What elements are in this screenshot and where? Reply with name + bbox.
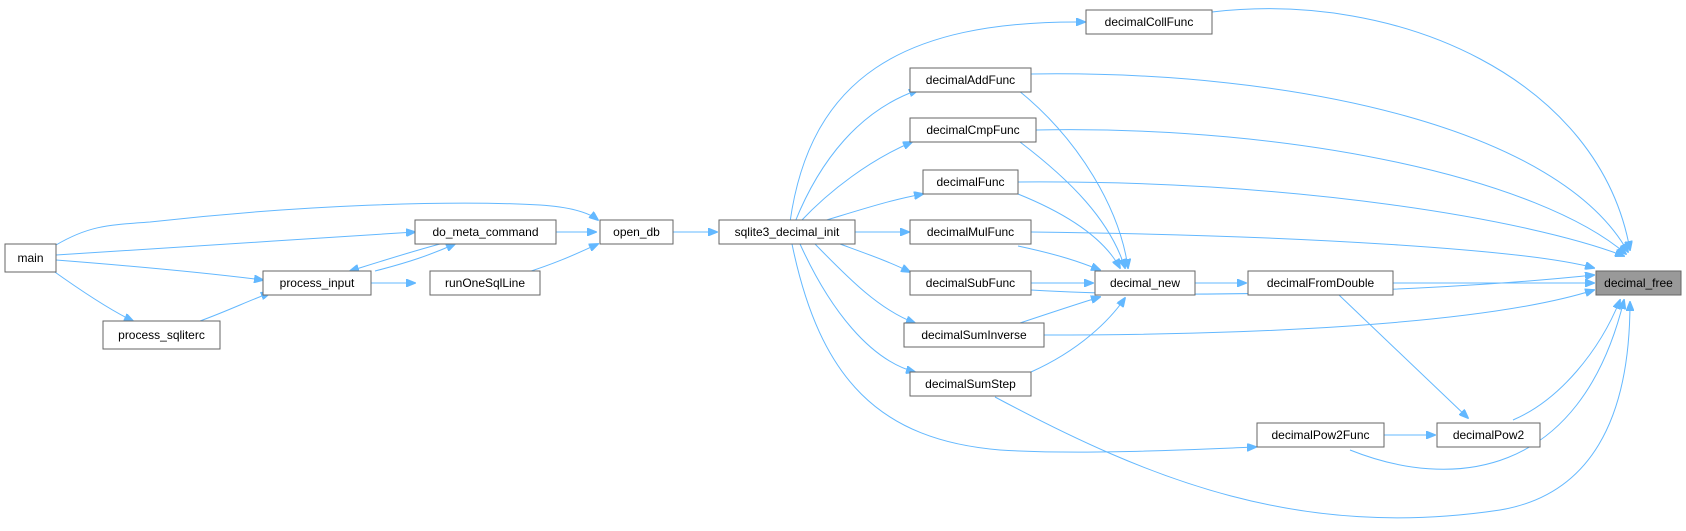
node-open_db[interactable]: open_db <box>599 219 674 245</box>
node-decimalFromDouble[interactable]: decimalFromDouble <box>1247 270 1394 296</box>
node-box-decimalCmpFunc[interactable] <box>909 117 1037 143</box>
edge-decimalCollFunc-to-decimal_free <box>1211 8 1630 250</box>
node-box-decimalSumInverse[interactable] <box>903 322 1045 348</box>
edge-process_input-to-do_meta_command <box>374 244 455 272</box>
edge-process_sqliterc-to-process_input <box>199 293 270 322</box>
edge-main-to-do_meta_command <box>55 232 415 256</box>
node-label-decimalCmpFunc: decimalCmpFunc <box>926 123 1019 137</box>
node-box-decimalSubFunc[interactable] <box>909 270 1032 296</box>
edge-decimalFunc-to-decimal_new <box>1017 193 1120 268</box>
edge-init-to-decimalCollFunc <box>789 22 1085 223</box>
edge-main-to-process_sqliterc <box>51 269 133 321</box>
node-label-decimalCollFunc: decimalCollFunc <box>1105 15 1194 29</box>
edge-main-to-process_input <box>55 259 263 280</box>
edge-init-to-decimalSumStep <box>799 243 915 372</box>
edge-init-to-decimalAddFunc <box>794 90 918 223</box>
edge-decimalMulFunc-to-decimal_new <box>1017 245 1100 270</box>
edge-decimalPow2Func-to-decimal_free <box>1349 300 1624 470</box>
node-process_sqliterc[interactable]: process_sqliterc <box>102 320 221 350</box>
node-box-decimalFromDouble[interactable] <box>1247 270 1394 296</box>
node-decimalFunc[interactable]: decimalFunc <box>922 169 1019 195</box>
edge-init-to-decimalFunc <box>819 194 923 223</box>
edge-main-to-open_db <box>55 202 598 246</box>
node-box-decimalFunc[interactable] <box>922 169 1019 195</box>
edge-decimalPow2-to-decimal_free <box>1512 300 1620 421</box>
node-do_meta_command[interactable]: do_meta_command <box>414 219 557 245</box>
node-label-main: main <box>17 251 43 265</box>
edge-decimalAddFunc-to-decimal_new <box>1017 89 1128 268</box>
edge-decimalFromDouble-to-decimalPow2 <box>1338 294 1468 418</box>
edge-init-to-decimalSumInverse <box>814 243 915 323</box>
node-label-open_db: open_db <box>613 225 660 239</box>
edge-decimalCmpFunc-to-decimal_new <box>1019 141 1125 268</box>
node-box-do_meta_command[interactable] <box>414 219 557 245</box>
node-box-decimalMulFunc[interactable] <box>909 219 1032 245</box>
node-decimalCollFunc[interactable]: decimalCollFunc <box>1085 9 1213 35</box>
node-label-decimalAddFunc: decimalAddFunc <box>926 73 1015 87</box>
node-label-decimalSumInverse: decimalSumInverse <box>921 328 1027 342</box>
node-label-process_sqliterc: process_sqliterc <box>118 328 205 342</box>
node-label-decimalFunc: decimalFunc <box>936 175 1004 189</box>
node-decimalPow2Func[interactable]: decimalPow2Func <box>1256 422 1385 448</box>
node-box-decimalAddFunc[interactable] <box>909 67 1032 93</box>
node-sqlite3_decimal_init[interactable]: sqlite3_decimal_init <box>718 219 856 245</box>
node-label-decimalFromDouble: decimalFromDouble <box>1267 276 1375 290</box>
edge-decimalSumStep-to-decimal_new <box>1030 298 1125 373</box>
node-decimalCmpFunc[interactable]: decimalCmpFunc <box>909 117 1037 143</box>
node-label-decimalSumStep: decimalSumStep <box>925 377 1016 391</box>
node-label-process_input: process_input <box>280 276 355 290</box>
edge-runOneSqlLine-to-open_db <box>524 244 598 274</box>
node-label-runOneSqlLine: runOneSqlLine <box>445 276 525 290</box>
node-label-do_meta_command: do_meta_command <box>432 225 538 239</box>
node-process_input[interactable]: process_input <box>262 270 372 296</box>
node-box-sqlite3_decimal_init[interactable] <box>718 219 856 245</box>
node-label-decimalPow2Func: decimalPow2Func <box>1271 428 1369 442</box>
node-box-decimalSumStep[interactable] <box>909 371 1032 397</box>
edge-decimalCmpFunc-to-decimal_free <box>1035 129 1626 254</box>
node-box-decimal_free[interactable] <box>1595 270 1682 296</box>
node-decimalSumStep[interactable]: decimalSumStep <box>909 371 1032 397</box>
node-main[interactable]: main <box>4 243 57 273</box>
edge-init-to-decimalPow2Func <box>791 243 1256 453</box>
node-decimal_new[interactable]: decimal_new <box>1094 270 1196 296</box>
node-decimal_free[interactable]: decimal_free <box>1595 270 1682 296</box>
edge-decimalSumInverse-to-decimal_new <box>1019 297 1100 324</box>
node-box-process_input[interactable] <box>262 270 372 296</box>
node-label-decimal_free: decimal_free <box>1604 276 1673 290</box>
edges-layer <box>51 8 1630 519</box>
node-label-decimalMulFunc: decimalMulFunc <box>927 225 1014 239</box>
node-box-decimal_new[interactable] <box>1094 270 1196 296</box>
edge-decimalSumInverse-to-decimal_free <box>1043 290 1594 336</box>
node-decimalAddFunc[interactable]: decimalAddFunc <box>909 67 1032 93</box>
node-label-decimal_new: decimal_new <box>1110 276 1180 290</box>
node-label-sqlite3_decimal_init: sqlite3_decimal_init <box>735 225 840 239</box>
node-box-runOneSqlLine[interactable] <box>429 270 541 296</box>
node-box-main[interactable] <box>4 243 57 273</box>
node-label-decimalSubFunc: decimalSubFunc <box>926 276 1015 290</box>
node-box-decimalCollFunc[interactable] <box>1085 9 1213 35</box>
node-box-decimalPow2[interactable] <box>1436 422 1541 448</box>
edge-decimalFunc-to-decimal_free <box>1017 181 1624 256</box>
node-box-open_db[interactable] <box>599 219 674 245</box>
node-box-process_sqliterc[interactable] <box>102 320 221 350</box>
node-runOneSqlLine[interactable]: runOneSqlLine <box>429 270 541 296</box>
node-decimalSumInverse[interactable]: decimalSumInverse <box>903 322 1045 348</box>
edge-decimalSumStep-to-decimal_free <box>994 302 1630 519</box>
node-label-decimalPow2: decimalPow2 <box>1453 428 1525 442</box>
edge-decimalAddFunc-to-decimal_free <box>1030 73 1628 252</box>
edge-init-to-decimalCmpFunc <box>799 142 912 223</box>
nodes-layer: main process_sqliterc process_input do_meta… <box>4 9 1682 448</box>
node-decimalPow2[interactable]: decimalPow2 <box>1436 422 1541 448</box>
edge-do_meta_command-to-process_input <box>350 243 441 271</box>
edge-init-to-decimalSubFunc <box>839 243 910 272</box>
node-decimalSubFunc[interactable]: decimalSubFunc <box>909 270 1032 296</box>
edge-decimalMulFunc-to-decimal_free <box>1030 231 1594 268</box>
node-decimalMulFunc[interactable]: decimalMulFunc <box>909 219 1032 245</box>
node-box-decimalPow2Func[interactable] <box>1256 422 1385 448</box>
